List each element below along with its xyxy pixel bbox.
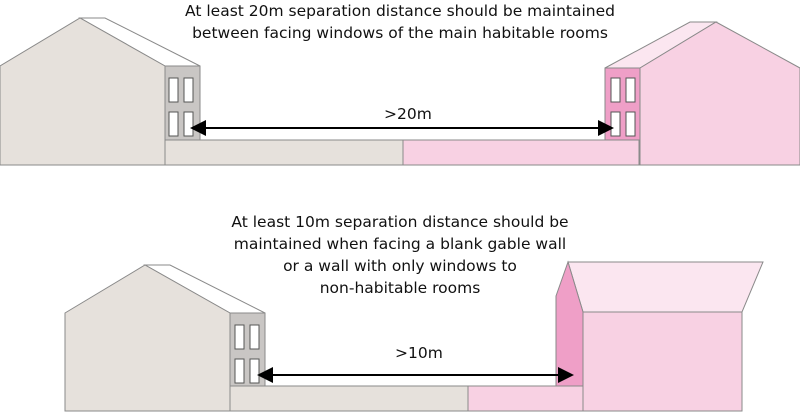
bottom-ground-pink [467, 385, 585, 412]
bottom-diagram [64, 260, 764, 412]
bottom-distance-label: >10m [395, 344, 443, 362]
top-distance-label: >20m [384, 105, 432, 123]
top-caption: At least 20m separation distance should … [100, 0, 700, 44]
bottom-ground-grey [229, 385, 469, 412]
top-right-house [604, 21, 800, 166]
bottom-left-house [64, 264, 266, 412]
roof-top [567, 261, 764, 313]
top-diagram [0, 17, 800, 166]
bottom-caption: At least 10m separation distance should … [210, 211, 590, 299]
top-ground-grey [164, 139, 404, 166]
bottom-caption-line-2: maintained when facing a blank gable wal… [233, 235, 567, 253]
bottom-right-house [555, 260, 764, 412]
house-front [582, 311, 743, 412]
bottom-caption-line-4: non-habitable rooms [319, 279, 481, 297]
house-front [639, 21, 800, 166]
bottom-caption-line-1: At least 10m separation distance should … [231, 213, 569, 231]
top-left-house [0, 17, 201, 166]
top-caption-line-1: At least 20m separation distance should … [185, 2, 615, 20]
windows [234, 324, 260, 384]
bottom-caption-line-3: or a wall with only windows to [283, 257, 517, 275]
top-ground-pink [402, 139, 640, 166]
top-caption-line-2: between facing windows of the main habit… [192, 24, 608, 42]
